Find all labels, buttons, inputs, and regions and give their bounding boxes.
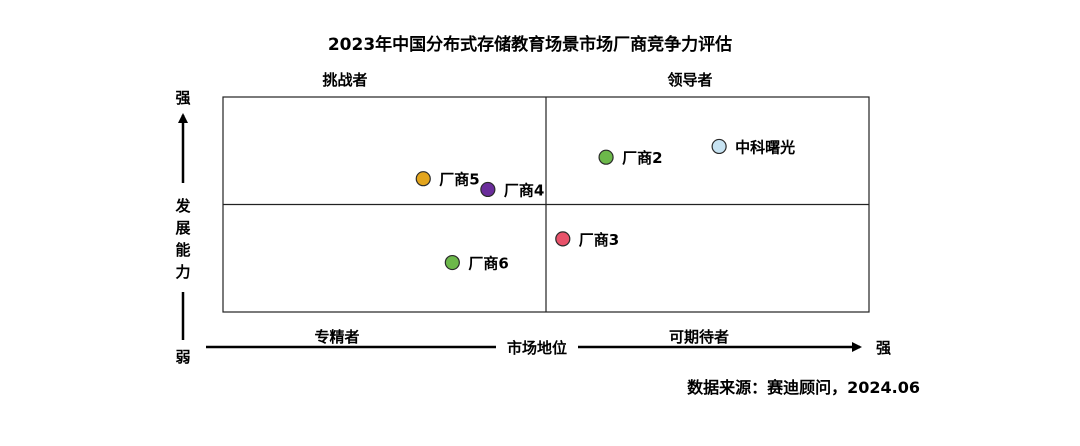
data-point-marker (555, 231, 571, 247)
data-point-marker (444, 254, 460, 271)
data-point-label: 厂商4 (504, 181, 544, 199)
data-source-note: 数据来源：赛迪顾问，2024.06 (687, 378, 920, 397)
data-point-label: 厂商2 (622, 149, 662, 167)
data-point-marker (480, 181, 496, 198)
quadrant-label-bottom-left: 专精者 (314, 328, 359, 346)
y-axis-low-label: 弱 (175, 348, 190, 366)
data-point-label: 厂商6 (468, 255, 508, 273)
data-point-marker (415, 171, 431, 187)
data-point-label: 厂商5 (439, 171, 479, 189)
y-axis-title: 发展能力 (174, 197, 191, 281)
data-point-marker (598, 149, 614, 165)
quadrant-label-top-left: 挑战者 (322, 71, 367, 89)
data-point-label: 厂商3 (579, 231, 619, 249)
quadrant-label-top-right: 领导者 (666, 71, 712, 89)
data-point-label: 中科曙光 (735, 138, 795, 156)
y-axis-high-label: 强 (175, 89, 190, 107)
chart-title: 2023年中国分布式存储教育场景市场厂商竞争力评估 (328, 34, 732, 55)
x-axis-high-label: 强 (876, 339, 891, 357)
quadrant-label-bottom-right: 可期待者 (669, 328, 729, 346)
data-point-marker (711, 138, 727, 155)
x-axis-title: 市场地位 (507, 339, 567, 357)
